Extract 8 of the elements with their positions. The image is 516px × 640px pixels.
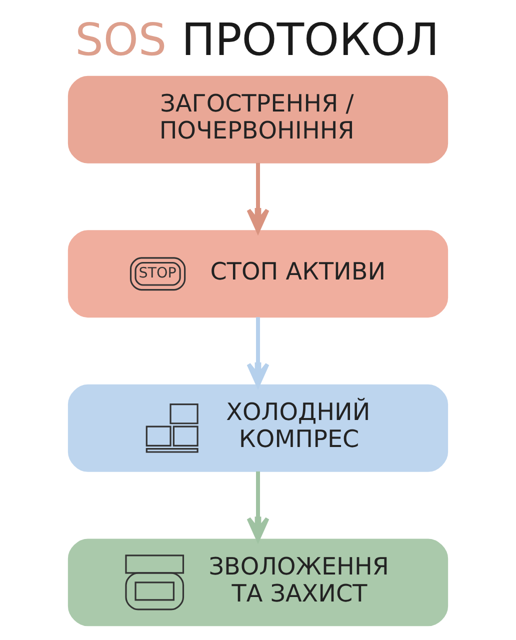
node-box: ЗВОЛОЖЕННЯ ТА ЗАХИСТ bbox=[68, 538, 448, 626]
node-box: ХОЛОДНИЙ КОМПРЕС bbox=[68, 384, 448, 472]
diagram-title: SOS ПРОТОКОЛ bbox=[75, 14, 440, 66]
node-box: STOP СТОП АКТИВИ bbox=[68, 230, 448, 318]
arrow bbox=[246, 471, 270, 542]
arrow bbox=[246, 162, 270, 233]
node-box: ЗАГОСТРЕННЯ / ПОЧЕРВОНІННЯ bbox=[68, 76, 448, 164]
arrow bbox=[246, 317, 270, 387]
